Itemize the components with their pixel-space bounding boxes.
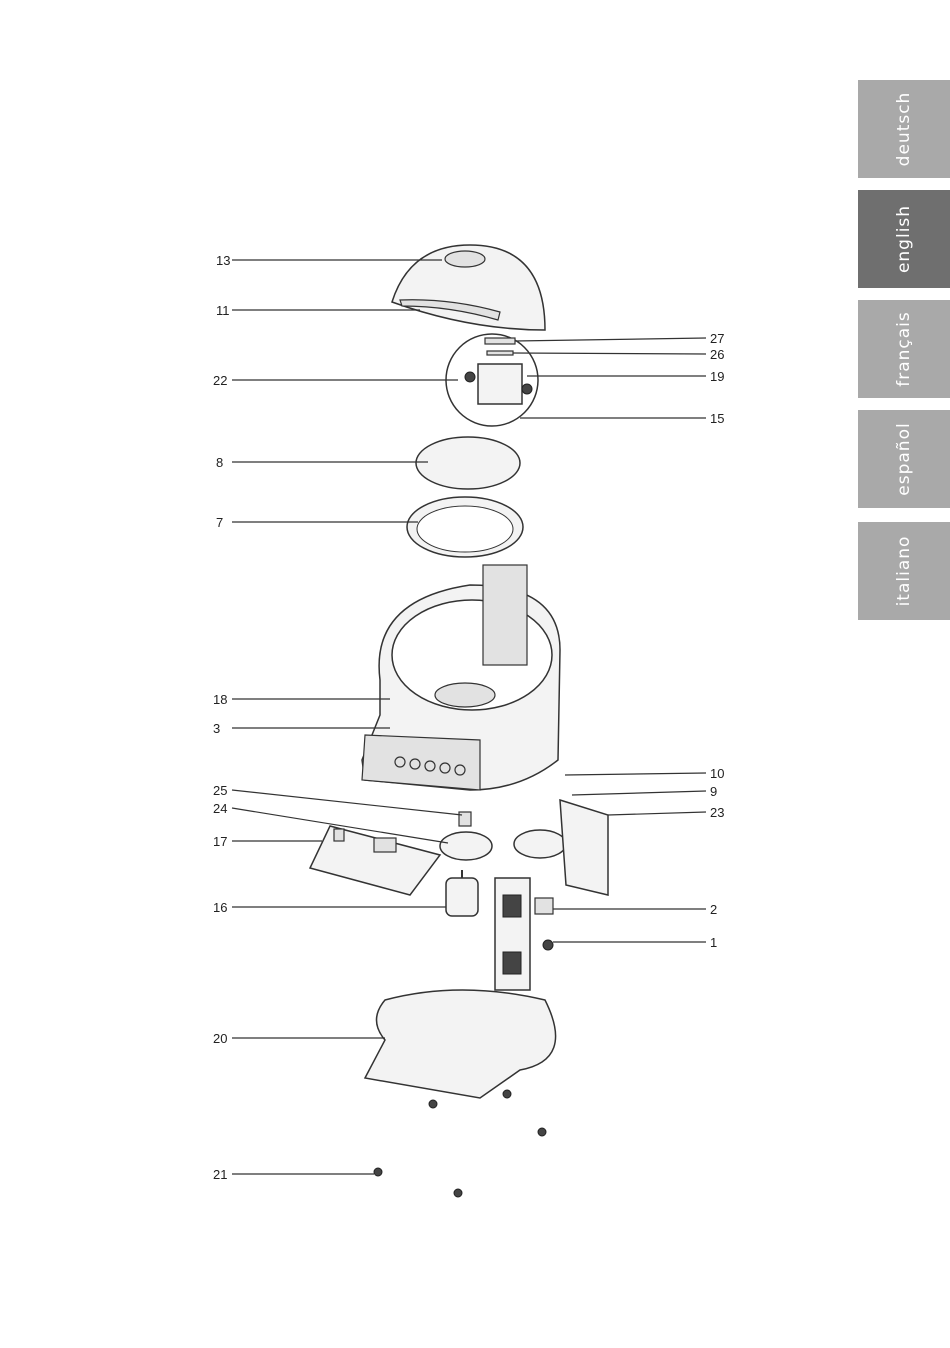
turntable-part bbox=[435, 683, 495, 707]
callout-18: 18 bbox=[213, 692, 227, 707]
drive-plate-part bbox=[440, 832, 492, 860]
screw-right-part bbox=[522, 384, 532, 394]
coupling-part bbox=[459, 812, 471, 826]
ring-inner bbox=[417, 506, 513, 552]
callout-25: 25 bbox=[213, 783, 227, 798]
leader-25 bbox=[232, 790, 462, 815]
language-tabs: deutsch english français español italian… bbox=[858, 0, 950, 1348]
tab-english-label: english bbox=[894, 205, 914, 273]
leader-27 bbox=[515, 338, 706, 341]
motor-part bbox=[446, 878, 478, 916]
callout-27: 27 bbox=[710, 331, 724, 346]
vent-part bbox=[503, 952, 521, 974]
circuit-board-part bbox=[310, 826, 440, 895]
leader-10 bbox=[565, 773, 706, 775]
base-plate-part bbox=[365, 990, 556, 1098]
callout-11: 11 bbox=[216, 303, 230, 318]
tab-francais[interactable]: français bbox=[858, 300, 950, 398]
tab-deutsch[interactable]: deutsch bbox=[858, 80, 950, 178]
screw-part bbox=[538, 1128, 546, 1136]
plate-26 bbox=[487, 351, 513, 355]
tab-espanol-label: español bbox=[894, 422, 914, 495]
callout-17: 17 bbox=[213, 834, 227, 849]
bracket-part bbox=[478, 364, 522, 404]
screw-left-part bbox=[465, 372, 475, 382]
button-part bbox=[395, 757, 405, 767]
control-panel-part bbox=[362, 735, 480, 790]
callout-19: 19 bbox=[710, 369, 724, 384]
screw-part bbox=[454, 1189, 462, 1197]
relay-part bbox=[374, 838, 396, 852]
leader-26 bbox=[513, 353, 706, 354]
tab-english[interactable]: english bbox=[858, 190, 950, 288]
callout-9: 9 bbox=[710, 784, 717, 799]
callout-26: 26 bbox=[710, 347, 724, 362]
callout-23: 23 bbox=[710, 805, 724, 820]
tab-espanol[interactable]: español bbox=[858, 410, 950, 508]
button-part bbox=[455, 765, 465, 775]
callout-1: 1 bbox=[710, 935, 717, 950]
switch-part bbox=[535, 898, 553, 914]
sensor-disc-part bbox=[514, 830, 566, 858]
leader-9 bbox=[572, 791, 706, 795]
screw-part bbox=[429, 1100, 437, 1108]
lid-window-part bbox=[445, 251, 485, 267]
button-part bbox=[440, 763, 450, 773]
callout-22: 22 bbox=[213, 373, 227, 388]
callout-16: 16 bbox=[213, 900, 227, 915]
callout-24: 24 bbox=[213, 801, 227, 816]
vent-part bbox=[503, 895, 521, 917]
bracket-23-part bbox=[560, 800, 608, 895]
chute-part bbox=[483, 565, 527, 665]
callout-10: 10 bbox=[710, 766, 724, 781]
tab-deutsch-label: deutsch bbox=[894, 92, 914, 167]
screw-part bbox=[503, 1090, 511, 1098]
callout-13: 13 bbox=[216, 253, 230, 268]
callout-2: 2 bbox=[710, 902, 717, 917]
callout-7: 7 bbox=[216, 515, 223, 530]
tab-italiano-label: italiano bbox=[894, 536, 914, 607]
screw-part bbox=[374, 1168, 382, 1176]
callout-21: 21 bbox=[213, 1167, 227, 1182]
button-part bbox=[425, 761, 435, 771]
disc-part bbox=[416, 437, 520, 489]
plate-27 bbox=[485, 338, 515, 344]
exploded-parts-diagram: 13 11 22 8 7 18 3 25 24 17 16 20 21 27 2… bbox=[0, 0, 850, 1348]
tab-francais-label: français bbox=[894, 311, 914, 387]
callout-8: 8 bbox=[216, 455, 223, 470]
callout-15: 15 bbox=[710, 411, 724, 426]
callout-3: 3 bbox=[213, 721, 220, 736]
knob-part bbox=[543, 940, 553, 950]
leader-23 bbox=[608, 812, 706, 815]
callout-20: 20 bbox=[213, 1031, 227, 1046]
button-part bbox=[410, 759, 420, 769]
tab-italiano[interactable]: italiano bbox=[858, 522, 950, 620]
connector-part bbox=[334, 829, 344, 841]
